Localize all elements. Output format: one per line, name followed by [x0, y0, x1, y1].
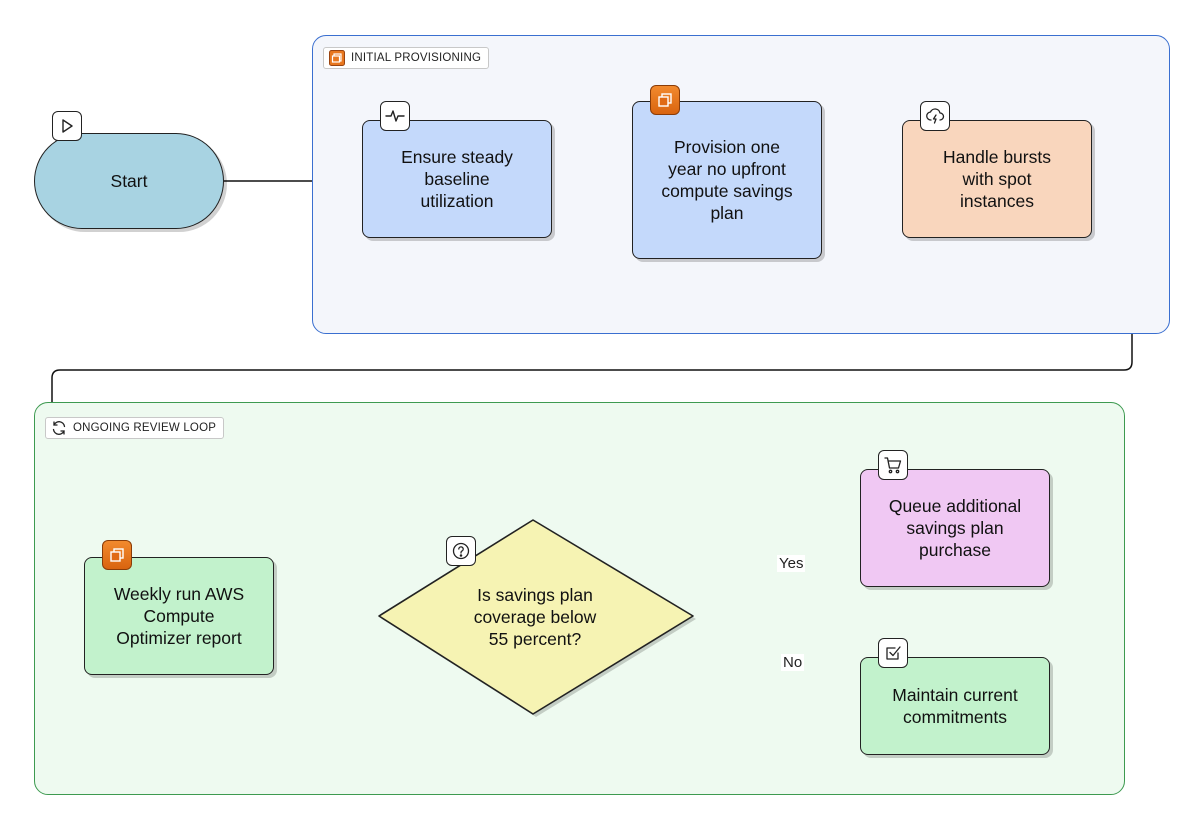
decision-diamond[interactable] — [375, 516, 696, 722]
question-icon — [446, 536, 476, 566]
edge-label-no: No — [781, 654, 805, 671]
weekly-optimizer-report-node[interactable]: Weekly run AWS Compute Optimizer report — [84, 557, 274, 675]
group-initial-label: INITIAL PROVISIONING — [323, 47, 490, 69]
start-label: Start — [110, 171, 148, 191]
group-initial-label-text: INITIAL PROVISIONING — [351, 52, 482, 64]
maintain-commitments-node[interactable]: Maintain current commitments — [860, 657, 1050, 755]
check-square-icon — [878, 638, 908, 668]
refresh-icon — [51, 420, 67, 436]
group-review-label: ONGOING REVIEW LOOP — [45, 417, 225, 439]
ensure-baseline-label: Ensure steady baseline utilization — [401, 147, 513, 211]
group-review-label-text: ONGOING REVIEW LOOP — [73, 422, 217, 434]
handle-bursts-label: Handle bursts with spot instances — [943, 147, 1051, 211]
decision-label: Is savings plan coverage below 55 percen… — [473, 585, 597, 649]
provision-savings-plan-label: Provision one year no upfront compute sa… — [661, 137, 793, 223]
aws-compute-icon — [329, 50, 345, 66]
weekly-optimizer-report-label: Weekly run AWS Compute Optimizer report — [113, 584, 245, 648]
cloud-lightning-icon — [920, 101, 950, 131]
maintain-commitments-label: Maintain current commitments — [892, 685, 1018, 727]
start-node[interactable]: Start — [34, 133, 224, 229]
pulse-icon — [380, 101, 410, 131]
handle-bursts-node[interactable]: Handle bursts with spot instances — [902, 120, 1092, 238]
play-icon — [52, 111, 82, 141]
cart-icon — [878, 450, 908, 480]
edge-label-yes: Yes — [777, 555, 806, 572]
queue-purchase-node[interactable]: Queue additional savings plan purchase — [860, 469, 1050, 587]
aws-compute-icon — [650, 85, 680, 115]
ensure-baseline-node[interactable]: Ensure steady baseline utilization — [362, 120, 552, 238]
queue-purchase-label: Queue additional savings plan purchase — [888, 496, 1022, 560]
provision-savings-plan-node[interactable]: Provision one year no upfront compute sa… — [632, 101, 822, 259]
aws-compute-icon — [102, 540, 132, 570]
